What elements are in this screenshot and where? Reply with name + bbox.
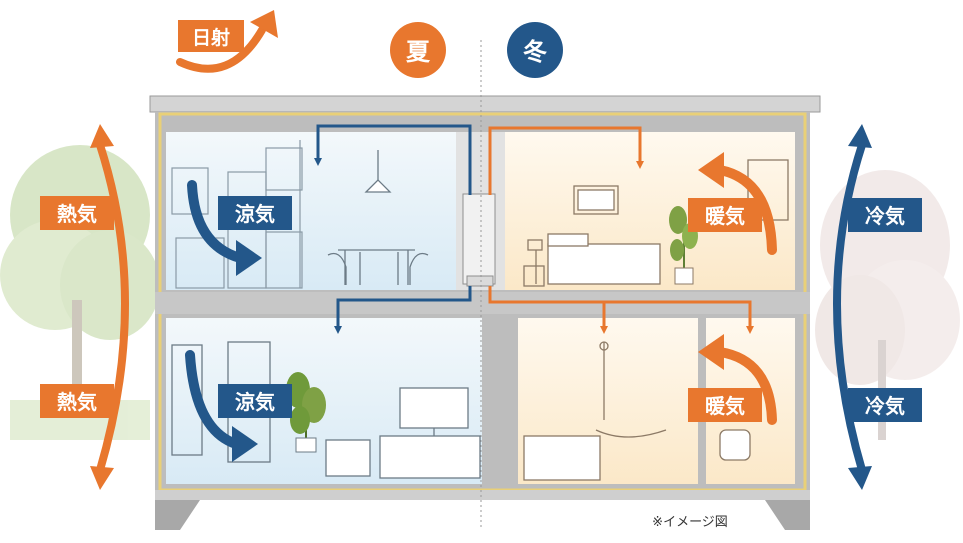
sun-arrow-head <box>250 10 278 38</box>
kitchen-cabinets <box>171 140 303 289</box>
cold-arrow-right <box>833 143 866 472</box>
heat-label-box-lower <box>40 384 114 418</box>
warm-label-lower: 暖気 <box>705 394 745 418</box>
heat-label-lower: 熱気 <box>57 390 97 414</box>
heat-arrow-left <box>96 143 129 472</box>
winter-badge <box>507 22 563 78</box>
sun-arrow <box>176 26 266 73</box>
warm-flow-arrows <box>715 165 777 425</box>
sun-label: 日射 <box>192 26 230 49</box>
warm-arrow-head-upper <box>698 152 724 188</box>
heat-arrow-left-bottom <box>90 466 114 490</box>
warm-label-upper: 暖気 <box>705 204 745 228</box>
bedroom-furniture <box>523 159 789 287</box>
cold-label-lower: 冷気 <box>865 394 905 418</box>
winter-label: 冬 <box>523 38 547 66</box>
living-furniture <box>171 341 481 479</box>
cold-label-box-upper <box>848 198 922 232</box>
summer-label: 夏 <box>406 38 431 66</box>
dining-set <box>327 150 429 285</box>
bath-fixtures <box>523 341 751 481</box>
ventilation-unit-lower <box>466 275 494 287</box>
cool-arrow-head-upper <box>236 240 262 276</box>
ventilation-unit-upper <box>462 193 496 285</box>
cold-arrow-right-top <box>848 124 872 148</box>
cool-arrow-head-lower <box>232 426 258 462</box>
warm-arrow-head-lower <box>698 334 724 370</box>
cool-label-upper: 涼気 <box>235 202 275 226</box>
heat-label-upper: 熱気 <box>57 202 97 226</box>
room-kitchen <box>166 132 456 290</box>
winter-duct <box>488 126 754 334</box>
cool-label-lower: 涼気 <box>235 390 275 414</box>
cold-arrow-right-bottom <box>848 466 872 490</box>
tree-left <box>0 145 160 440</box>
warm-label-box-upper <box>688 198 762 232</box>
heat-label-box-upper <box>40 196 114 230</box>
summer-badge <box>390 22 446 78</box>
warm-label-box-lower <box>688 388 762 422</box>
heat-arrow-left-top <box>90 124 114 148</box>
cool-label-box-lower <box>218 384 292 418</box>
cool-label-box-upper <box>218 196 292 230</box>
cold-label-upper: 冷気 <box>865 204 905 228</box>
summer-duct <box>314 124 472 334</box>
image-note: ※イメージ図 <box>652 515 728 530</box>
cool-flow-arrows <box>185 180 245 449</box>
sun-label-box <box>178 20 244 52</box>
cold-label-box-lower <box>848 388 922 422</box>
